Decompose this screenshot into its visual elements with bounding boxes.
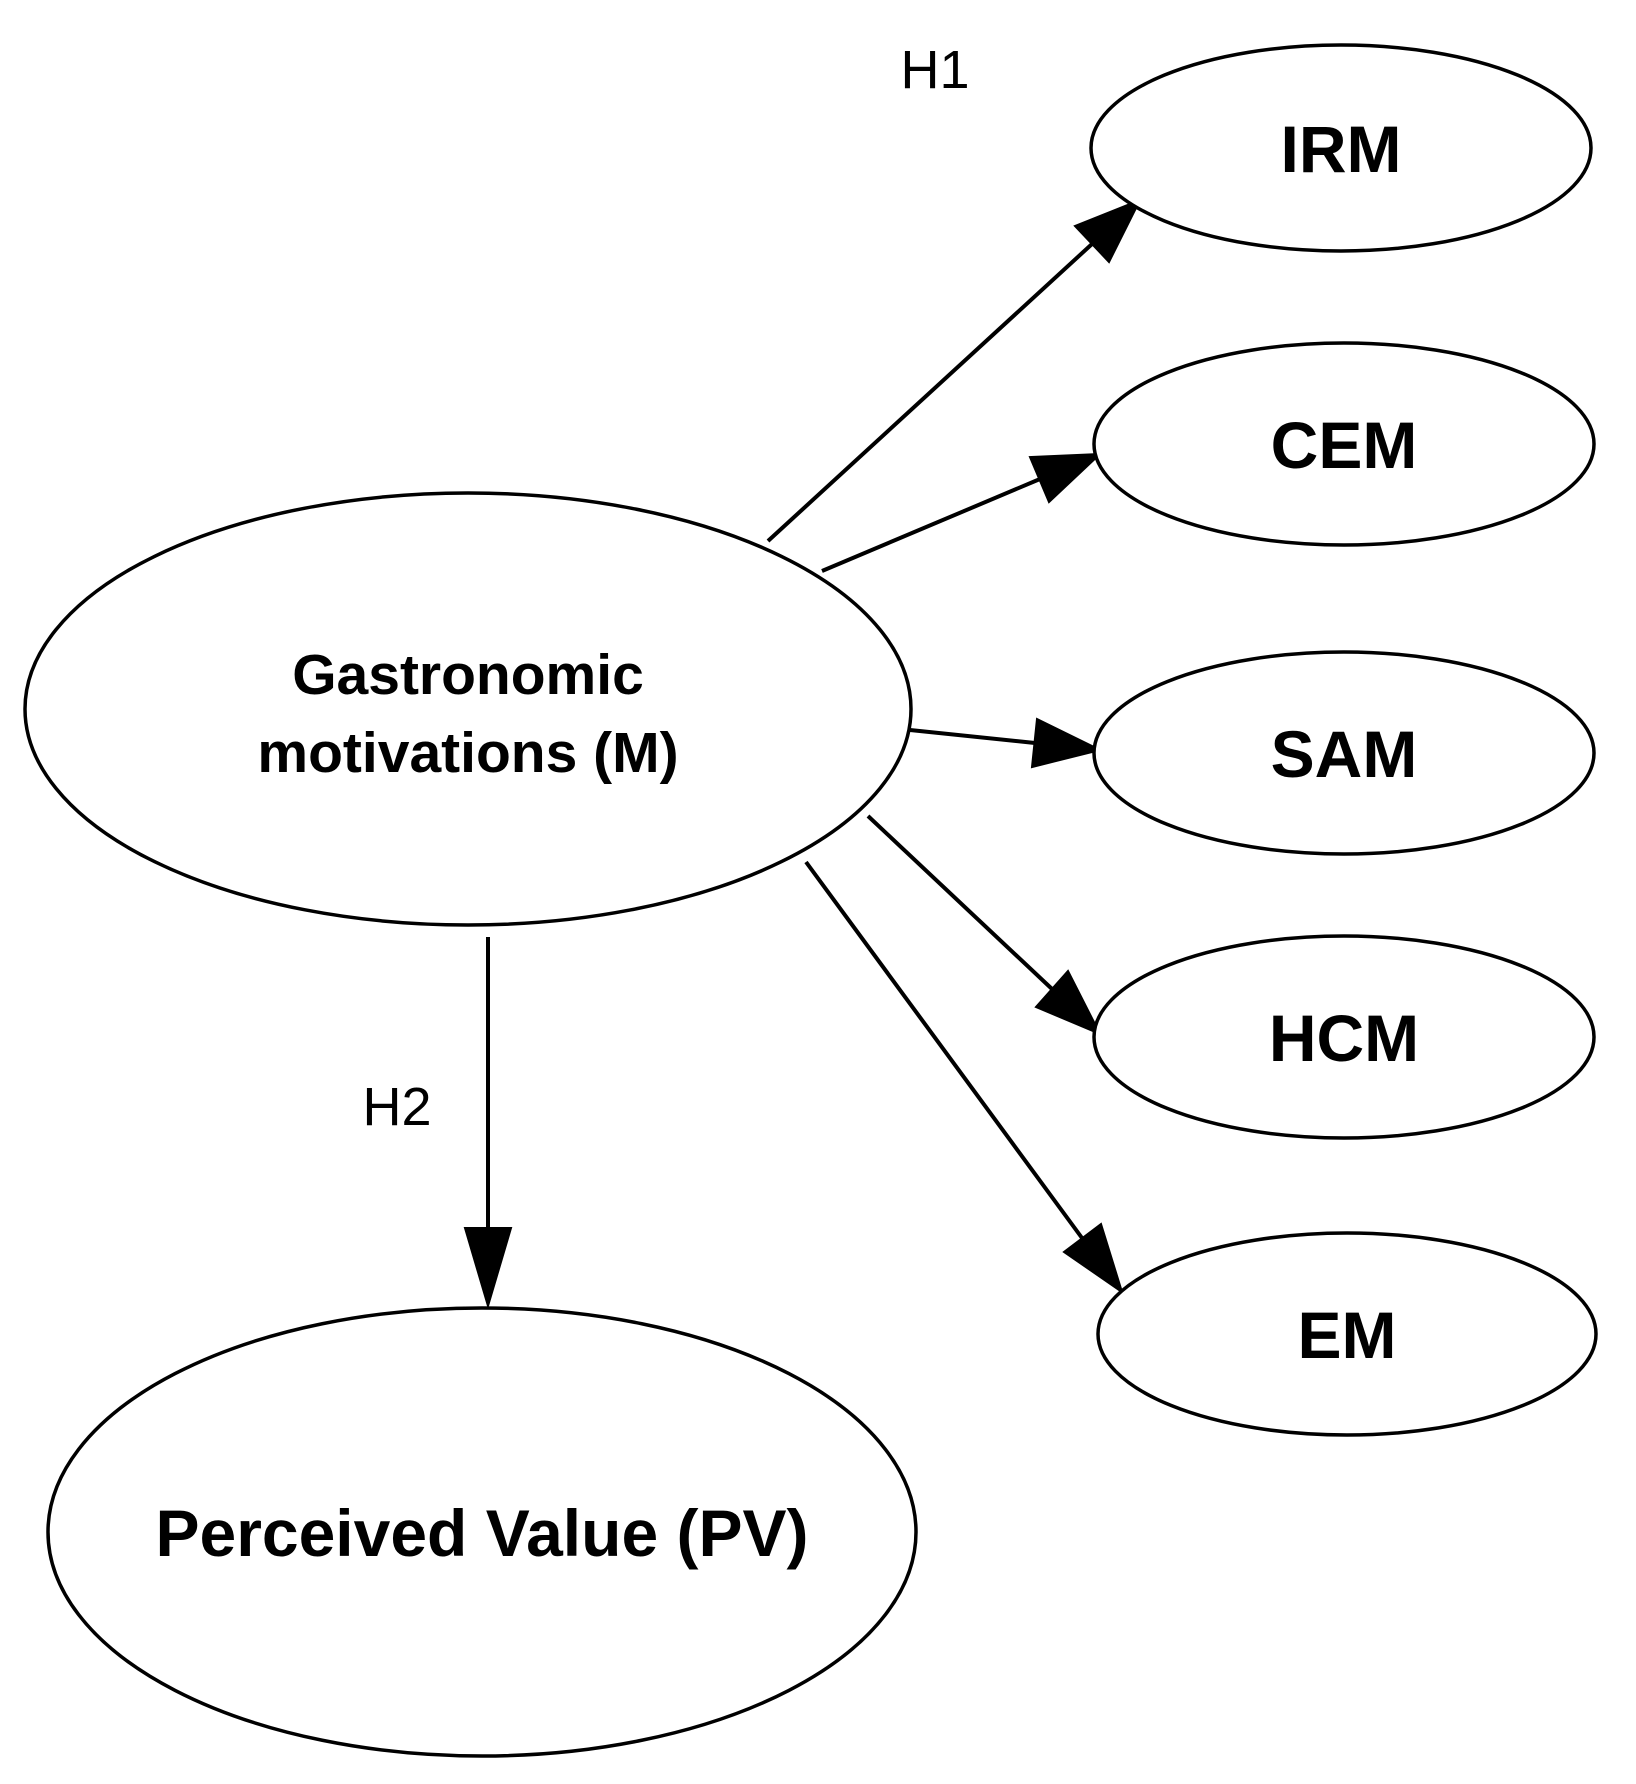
node-label-pv: Perceived Value (PV) xyxy=(155,1496,808,1570)
node-cem: CEM xyxy=(1092,341,1596,547)
node-em: EM xyxy=(1096,1231,1598,1437)
edge-m-to-hcm xyxy=(866,814,1103,1036)
edge-m-to-cem xyxy=(821,452,1103,573)
arrow-head-irm xyxy=(1073,198,1143,264)
node-label-m-line-2: motivations (M) xyxy=(257,721,678,785)
node-sam: SAM xyxy=(1092,650,1596,856)
arrow-head-cem xyxy=(1028,452,1103,504)
node-label-irm: IRM xyxy=(1281,112,1402,186)
node-label-sam: SAM xyxy=(1271,717,1418,791)
node-label-hcm: HCM xyxy=(1269,1001,1419,1075)
node-hcm: HCM xyxy=(1092,934,1596,1140)
node-perceived-value: Perceived Value (PV) xyxy=(46,1306,918,1758)
node-irm: IRM xyxy=(1089,43,1593,253)
arrow-head-sam xyxy=(1030,717,1103,769)
arrow-head-pv xyxy=(463,1227,513,1310)
edge-m-to-em xyxy=(804,860,1124,1295)
arrow-head-hcm xyxy=(1034,969,1103,1036)
node-gastronomic-motivations: Gastronomic motivations (M) xyxy=(23,491,913,927)
hypothesis-label-h2: H2 xyxy=(362,1077,431,1137)
edge-m-to-irm xyxy=(766,198,1143,543)
edges xyxy=(463,198,1143,1310)
node-label-m-line-1: Gastronomic xyxy=(292,643,644,707)
node-label-cem: CEM xyxy=(1271,408,1418,482)
arrow-head-em xyxy=(1062,1222,1124,1295)
edge-m-to-sam xyxy=(909,717,1103,769)
hypothesis-label-h1: H1 xyxy=(900,40,969,100)
node-label-em: EM xyxy=(1298,1298,1397,1372)
edge-m-to-pv xyxy=(463,937,513,1310)
